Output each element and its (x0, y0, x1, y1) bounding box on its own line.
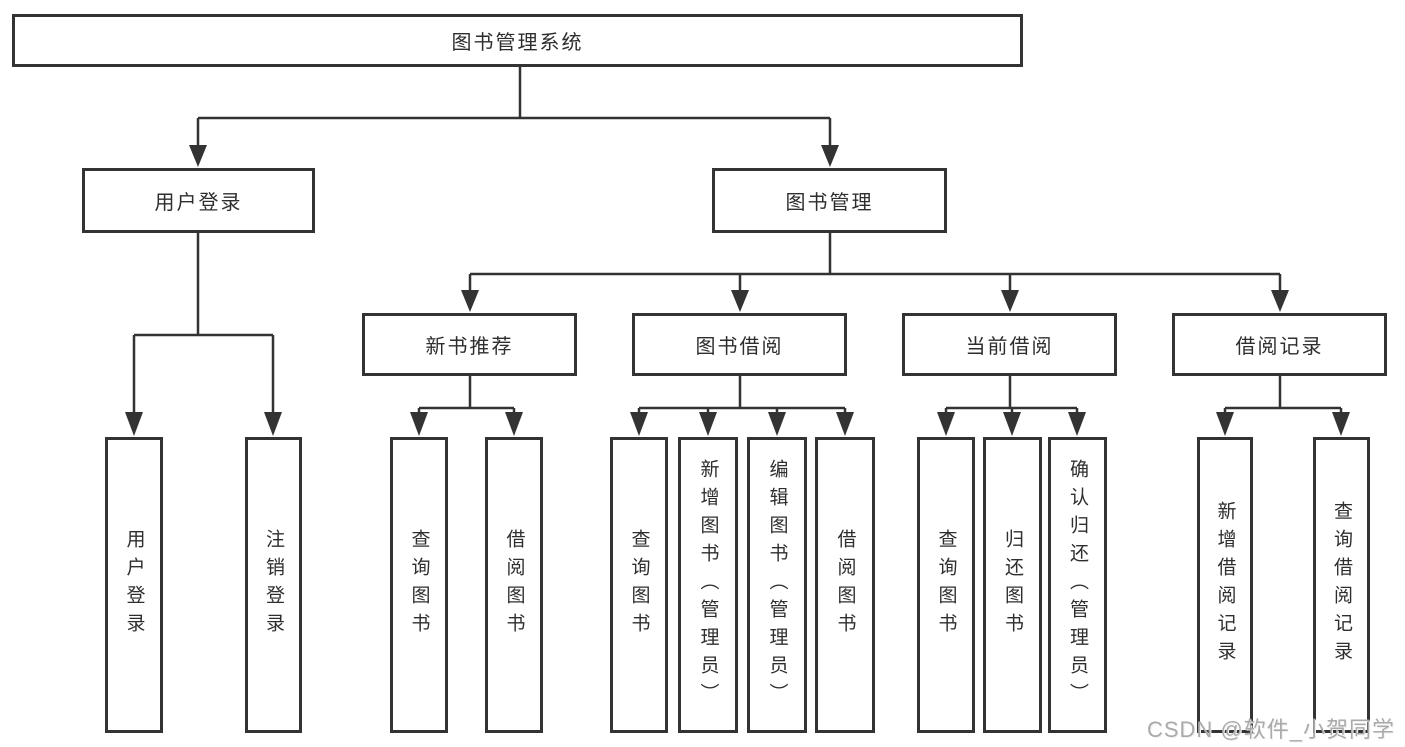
leaf-return-books: 归还图书 (983, 437, 1042, 733)
node-label: 借阅记录 (1235, 336, 1324, 358)
node-label: 图书借阅 (695, 336, 784, 358)
leaf-query-books-recommend: 查询图书 (390, 437, 448, 733)
node-label: 查询图书 (408, 529, 430, 641)
leaf-edit-books-admin: 编辑图书（管理员） (747, 437, 807, 733)
leaf-borrow-books-recommend: 借阅图书 (485, 437, 543, 733)
node-label: 确认归还（管理员） (1067, 459, 1088, 711)
node-label: 查询图书 (935, 529, 957, 641)
node-label: 编辑图书（管理员） (766, 459, 788, 711)
leaf-query-borrow-record: 查询借阅记录 (1313, 437, 1370, 733)
leaf-user-login: 用户登录 (105, 437, 163, 733)
node-label: 查询借阅记录 (1331, 501, 1352, 669)
node-label: 图书管理 (785, 192, 874, 214)
csdn-watermark: CSDN @软件_小贺同学 (1146, 717, 1395, 742)
node-label: 当前借阅 (965, 336, 1054, 358)
node-label: 归还图书 (1002, 529, 1023, 641)
node-label: 新增图书（管理员） (697, 459, 719, 711)
node-borrow-records: 借阅记录 (1172, 313, 1387, 376)
node-label: 新增借阅记录 (1214, 501, 1236, 669)
leaf-query-books-current: 查询图书 (917, 437, 975, 733)
node-label: 查询图书 (628, 529, 650, 641)
node-book-management: 图书管理 (712, 168, 947, 233)
leaf-query-books-borrow: 查询图书 (610, 437, 668, 733)
node-root-system: 图书管理系统 (12, 14, 1023, 67)
node-book-borrow: 图书借阅 (632, 313, 847, 376)
node-label: 注销登录 (263, 529, 284, 641)
leaf-add-borrow-record: 新增借阅记录 (1197, 437, 1253, 733)
node-new-book-recommend: 新书推荐 (362, 313, 577, 376)
node-label: 用户登录 (123, 529, 145, 641)
node-current-borrow: 当前借阅 (902, 313, 1117, 376)
leaf-logout: 注销登录 (245, 437, 302, 733)
node-label: 图书管理系统 (451, 32, 584, 54)
leaf-confirm-return-admin: 确认归还（管理员） (1048, 437, 1107, 733)
node-label: 借阅图书 (503, 529, 525, 641)
node-label: 用户登录 (154, 192, 243, 214)
node-label: 借阅图书 (834, 529, 856, 641)
node-label: 新书推荐 (425, 336, 514, 358)
leaf-add-books-admin: 新增图书（管理员） (678, 437, 738, 733)
node-user-login: 用户登录 (82, 168, 315, 233)
leaf-borrow-books: 借阅图书 (815, 437, 875, 733)
